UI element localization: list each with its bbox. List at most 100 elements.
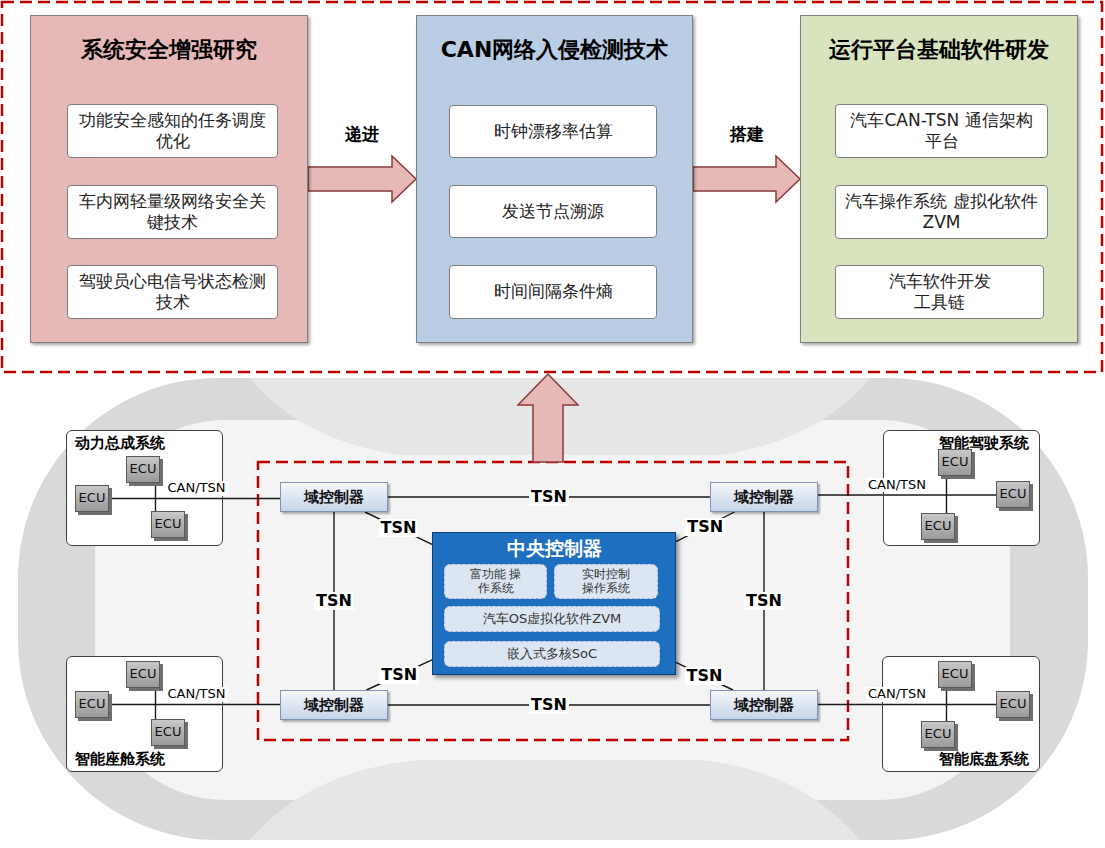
topic-text: 时间间隔条件熵 (488, 281, 619, 302)
edge-label: 递进 (343, 125, 381, 144)
system-title: 智能底盘系统 (939, 750, 1029, 769)
edge-label: CAN/TSN (166, 687, 228, 701)
dashed-region (2, 2, 1102, 372)
research-panel: 系统安全增强研究功能安全感知的任务调度优化车内网轻量级网络安全关键技术驾驶员心电… (30, 15, 308, 343)
line-stroke (676, 512, 734, 542)
ecu-label: ECU (155, 724, 182, 740)
edge-label: TSN (529, 696, 569, 714)
link-line (676, 662, 733, 690)
line-stroke (365, 512, 432, 544)
domain-controller-box: 域控制器 (280, 690, 388, 720)
topic-box: 驾驶员心电信号状态检测技术 (67, 265, 278, 319)
software-layer-box: 实时控制 操作系统 (554, 564, 658, 599)
ecu-label: ECU (155, 516, 182, 532)
box-ground (882, 656, 1040, 772)
edge-label: TSN (379, 519, 419, 537)
line-stroke (818, 704, 996, 705)
ecu-box: ECU (126, 661, 160, 688)
topic-box: 汽车CAN-TSN 通信架构平台 (835, 104, 1048, 158)
system-title: 智能座舱系统 (75, 750, 165, 769)
ecu-box: ECU (921, 721, 955, 748)
link-line (365, 512, 432, 544)
ecu-label: ECU (130, 666, 157, 682)
link-line (676, 512, 734, 542)
topic-text: 车内网轻量级网络安全关键技术 (68, 191, 277, 234)
layer-label: 富功能 操作系统 (470, 568, 522, 594)
edge-label: TSN (744, 592, 784, 610)
edge-label: TSN (685, 667, 725, 685)
panel-heading: 系统安全增强研究 (31, 36, 307, 64)
ecu-box: ECU (921, 513, 955, 540)
edge-label: TSN (685, 518, 725, 536)
controller-label: 域控制器 (734, 696, 794, 715)
topic-text: 发送节点溯源 (496, 201, 610, 222)
topic-text: 功能安全感知的任务调度优化 (68, 110, 277, 153)
topic-box: 时钟漂移率估算 (449, 105, 657, 158)
line-stroke (946, 688, 947, 721)
ecu-box: ECU (75, 485, 109, 512)
software-layer-box: 汽车OS虚拟化软件ZVM (444, 606, 660, 632)
car-rear (250, 760, 860, 840)
topic-text: 汽车操作系统 虚拟化软件ZVM (836, 191, 1047, 234)
link-line (155, 688, 156, 719)
block-arrow (308, 156, 416, 202)
link-line (367, 660, 432, 690)
up-arrow (518, 374, 578, 462)
dashed-region (258, 462, 848, 740)
topic-text: 汽车CAN-TSN 通信架构平台 (836, 110, 1047, 153)
ecu-box: ECU (151, 511, 185, 538)
topic-box: 车内网轻量级网络安全关键技术 (67, 185, 278, 239)
ecu-box: ECU (151, 719, 185, 746)
ecu-label: ECU (130, 461, 157, 477)
domain-controller-box: 域控制器 (710, 482, 818, 512)
topic-box: 发送节点溯源 (449, 185, 657, 238)
car-cabin (95, 420, 1010, 800)
edge-label: 搭建 (728, 125, 766, 144)
ecu-label: ECU (942, 666, 969, 682)
ecu-label: ECU (79, 696, 106, 712)
ecu-label: ECU (1000, 696, 1027, 712)
controller-label: 域控制器 (304, 488, 364, 507)
ecu-box: ECU (126, 456, 160, 483)
link-line (818, 495, 996, 496)
controller-title: 中央控制器 (433, 537, 675, 561)
link-line (109, 498, 280, 499)
edge-label: TSN (379, 666, 419, 684)
edge-label: TSN (529, 488, 569, 506)
line-stroke (367, 660, 432, 690)
topic-box: 时间间隔条件熵 (449, 265, 657, 319)
line-stroke (109, 704, 280, 705)
line-stroke (109, 498, 280, 499)
ecu-box: ECU (996, 691, 1030, 718)
panel-heading: CAN网络入侵检测技术 (417, 36, 692, 64)
system-title: 动力总成系统 (75, 434, 165, 453)
edge-label: CAN/TSN (166, 481, 228, 495)
link-line (946, 688, 947, 721)
domain-controller-box: 域控制器 (280, 482, 388, 512)
edge-label: CAN/TSN (866, 687, 928, 701)
vehicle-system-box: 智能底盘系统 ECU ECU ECU (882, 656, 1040, 772)
line-stroke (818, 494, 996, 495)
topic-text: 驾驶员心电信号状态检测技术 (68, 271, 277, 314)
panel-heading: 运行平台基础软件研发 (801, 36, 1077, 64)
layer-label: 汽车OS虚拟化软件ZVM (483, 612, 622, 626)
research-panel: 运行平台基础软件研发汽车CAN-TSN 通信架构平台汽车操作系统 虚拟化软件ZV… (800, 15, 1078, 343)
topic-box: 汽车操作系统 虚拟化软件ZVM (835, 185, 1048, 239)
software-layer-box: 富功能 操作系统 (444, 564, 547, 599)
research-panel: CAN网络入侵检测技术时钟漂移率估算发送节点溯源时间间隔条件熵 (416, 15, 693, 343)
line-stroke (155, 688, 156, 719)
topic-box: 功能安全感知的任务调度优化 (67, 104, 278, 158)
ecu-box: ECU (938, 449, 972, 476)
layer-label: 实时控制 操作系统 (579, 568, 633, 594)
ecu-label: ECU (925, 518, 952, 534)
line-stroke (155, 483, 156, 511)
ecu-label: ECU (79, 490, 106, 506)
controller-label: 域控制器 (734, 488, 794, 507)
controller-label: 域控制器 (304, 696, 364, 715)
block-arrow (693, 156, 800, 202)
link-line (109, 704, 280, 705)
domain-controller-box: 域控制器 (710, 690, 818, 720)
topic-box: 汽车软件开发 工具链 (835, 265, 1044, 319)
topic-text: 时钟漂移率估算 (488, 121, 619, 142)
